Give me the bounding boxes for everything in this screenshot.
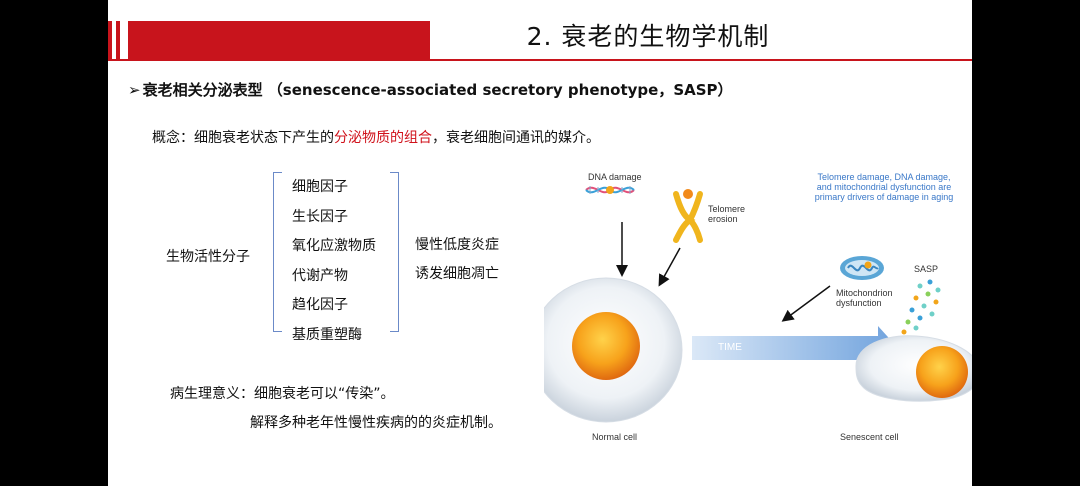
senescent-cell-label: Senescent cell	[840, 432, 899, 442]
effects-list: 慢性低度炎症 诱发细胞凋亡	[415, 231, 499, 289]
illustration-graphics	[544, 186, 972, 423]
significance-line-1: 病生理意义：细胞衰老可以“传染”。	[170, 386, 395, 402]
dna-icon	[585, 186, 635, 194]
list-item: 生长因子	[292, 208, 348, 225]
senescent-cell-nucleus	[916, 346, 968, 398]
time-label: TIME	[718, 342, 742, 353]
significance-line-2: 解释多种老年性慢性疾病的的炎症机制。	[250, 415, 502, 431]
list-item: 趋化因子	[292, 297, 348, 313]
arrow-telomere	[658, 247, 681, 287]
slide: 2. 衰老的生物学机制 ➢衰老相关分泌表型 （senescence-associ…	[108, 0, 972, 486]
sasp-label: SASP	[914, 264, 939, 274]
sasp-particles	[901, 279, 941, 335]
chromosome-icon	[673, 189, 703, 243]
concept-highlight: 分泌物质的组合	[334, 130, 432, 146]
header-red-block	[128, 21, 430, 59]
dna-damage-label: DNA damage	[588, 172, 642, 182]
list-item: 氧化应激物质	[292, 238, 376, 254]
concept-line: 概念：细胞衰老状态下产生的分泌物质的组合，衰老细胞间通讯的媒介。	[152, 127, 600, 147]
header-stripes	[108, 21, 124, 59]
left-bracket	[273, 172, 282, 332]
group-label: 生物活性分子	[166, 249, 250, 265]
effect-item: 慢性低度炎症	[415, 237, 499, 253]
slide-title: 2. 衰老的生物学机制	[526, 22, 770, 51]
concept-suffix: ，衰老细胞间通讯的媒介。	[432, 130, 600, 146]
arrow-mito	[781, 285, 831, 322]
effect-item: 诱发细胞凋亡	[415, 266, 499, 282]
concept-prefix: 概念：细胞衰老状态下产生的	[152, 130, 334, 146]
right-bracket	[390, 172, 399, 332]
heading-text: 衰老相关分泌表型 （senescence-associated secretor…	[142, 81, 733, 99]
normal-cell-label: Normal cell	[592, 432, 638, 442]
bullet-arrow-icon: ➢	[128, 81, 141, 99]
list-item: 细胞因子	[292, 179, 348, 195]
molecule-list: 细胞因子 生长因子 氧化应激物质 代谢产物 趋化因子 基质重塑酶	[292, 173, 376, 350]
normal-cell-nucleus	[572, 312, 640, 380]
header-divider	[108, 59, 972, 61]
time-arrow	[692, 326, 898, 370]
drivers-note: Telomere damage, DNA damage,and mitochon…	[814, 172, 954, 202]
list-item: 代谢产物	[292, 267, 348, 284]
section-heading: ➢衰老相关分泌表型 （senescence-associated secreto…	[128, 79, 733, 100]
mitochondrion-icon	[840, 256, 884, 280]
list-item: 基质重塑酶	[292, 326, 362, 343]
